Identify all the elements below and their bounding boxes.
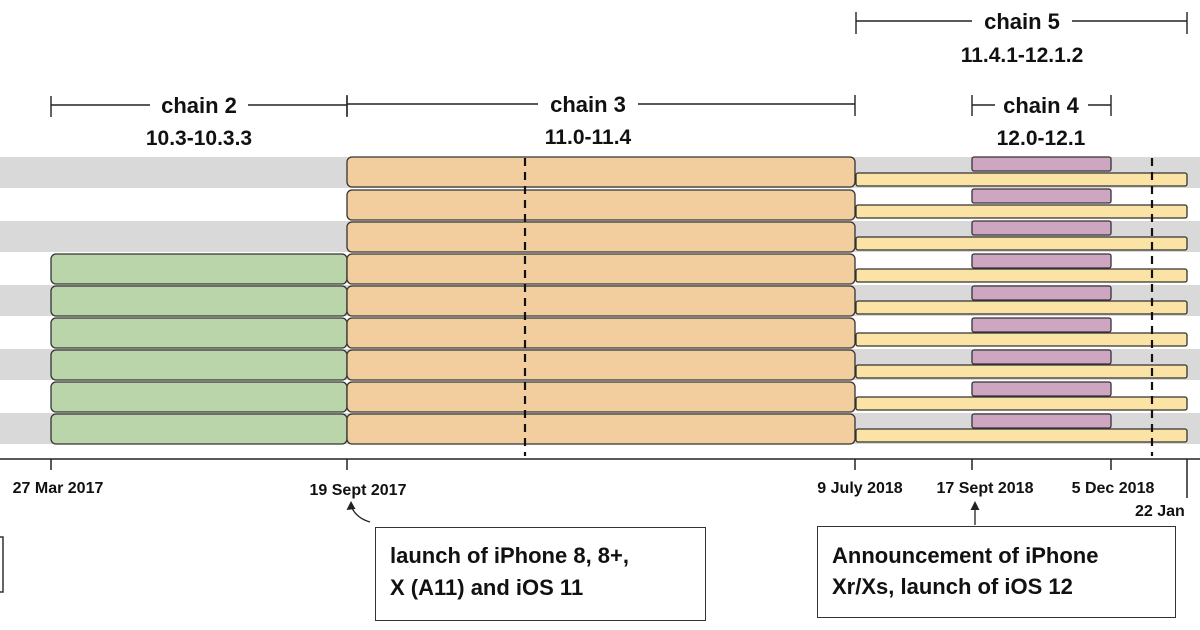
chain4-bar	[971, 220, 1112, 236]
date-label: 5 Dec 2018	[1072, 480, 1155, 497]
chain4-bracket	[971, 95, 1112, 116]
chain5-bar	[855, 172, 1188, 187]
chain3-bar	[346, 381, 856, 413]
chain4-bar	[971, 285, 1112, 301]
chain3-bar	[346, 349, 856, 381]
date-label: 27 Mar 2017	[13, 480, 104, 497]
chain2-bar	[50, 253, 348, 285]
chain5-versions: 11.4.1-12.1.2	[961, 44, 1084, 67]
chain4-versions: 12.0-12.1	[997, 127, 1086, 150]
callout-iphone-xr-announcement: Announcement of iPhone Xr/Xs, launch of …	[817, 526, 1176, 618]
callout-line: Xr/Xs, launch of iOS 12	[832, 574, 1073, 599]
chain3-name: chain 3	[550, 92, 626, 117]
chain5-bar	[855, 364, 1188, 379]
chain5-bar	[855, 204, 1188, 219]
chain3-bar	[346, 221, 856, 253]
chain2-bar	[50, 413, 348, 445]
chain4-bars	[971, 156, 1112, 429]
chain4-bar	[971, 349, 1112, 365]
chain4-name: chain 4	[1003, 93, 1080, 118]
chain2-bar	[50, 285, 348, 317]
chain5-bar	[855, 236, 1188, 251]
chain4-bar	[971, 413, 1112, 429]
chain3-bar	[346, 285, 856, 317]
date-label: 17 Sept 2018	[937, 480, 1034, 497]
chain5-bar	[855, 396, 1188, 411]
chain4-bar	[971, 317, 1112, 333]
chain3-bar	[346, 317, 856, 349]
arrow-to-sept-2018	[970, 501, 980, 525]
callout-line: launch of iPhone 8, 8+,	[390, 543, 629, 568]
chain2-bar	[50, 317, 348, 349]
chain3-bar	[346, 253, 856, 285]
chain3-bar	[346, 413, 856, 445]
date-label: 9 July 2018	[817, 480, 903, 497]
chain5-bar	[855, 268, 1188, 283]
chain5-bars	[855, 172, 1188, 443]
callout-line: X (A11) and iOS 11	[390, 575, 584, 600]
callout-iphone8-launch: launch of iPhone 8, 8+, X (A11) and iOS …	[375, 527, 706, 621]
chain3-bars	[346, 156, 856, 445]
chain2-bars	[50, 253, 348, 445]
chain5-bar	[855, 332, 1188, 347]
chain4-bar	[971, 381, 1112, 397]
chain4-bar	[971, 156, 1112, 172]
cropped-callout-box	[0, 536, 4, 593]
axis-ticks	[50, 459, 1188, 498]
chain3-bracket	[346, 95, 856, 116]
date-label: 22 Jan	[1135, 503, 1185, 520]
chain2-name: chain 2	[161, 93, 237, 118]
date-label: 19 Sept 2017	[310, 482, 407, 499]
chain5-bar	[855, 428, 1188, 443]
arrow-to-sept-2017	[346, 501, 371, 523]
chain5-bracket	[855, 12, 1188, 34]
callout-line: Announcement of iPhone	[832, 543, 1099, 568]
chain5-name: chain 5	[984, 9, 1060, 34]
chain2-bar	[50, 381, 348, 413]
chain3-versions: 11.0-11.4	[545, 126, 632, 149]
chain3-bar	[346, 189, 856, 221]
chain4-bar	[971, 188, 1112, 204]
chain4-bar	[971, 253, 1112, 269]
chain2-versions: 10.3-10.3.3	[146, 127, 252, 150]
chain3-bar	[346, 156, 856, 188]
chain2-bar	[50, 349, 348, 381]
chain5-bar	[855, 300, 1188, 315]
